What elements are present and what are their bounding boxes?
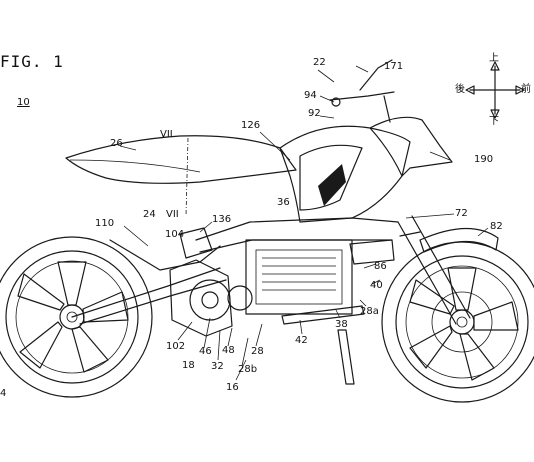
frame (195, 217, 399, 315)
side-stand (337, 329, 355, 385)
ref-126: 126 (241, 120, 261, 131)
ref-102: 102 (166, 341, 186, 352)
front-fender (419, 227, 499, 253)
ref-4: 4 (0, 388, 7, 399)
ref-32: 32 (211, 361, 224, 372)
ref-28a: 28a (360, 306, 379, 317)
direction-up: 上 (489, 53, 499, 64)
ref-46: 46 (199, 346, 212, 357)
handlebar (329, 59, 395, 123)
footrest (281, 305, 365, 325)
front-wheel (381, 241, 534, 403)
seat (65, 135, 297, 184)
section-mark-upper: VII (160, 129, 173, 140)
ref-104: 104 (165, 229, 185, 240)
direction-down: 下 (489, 116, 499, 127)
ref-22: 22 (313, 57, 326, 68)
ref-18: 18 (182, 360, 195, 371)
ref-36: 36 (277, 197, 290, 208)
ref-42: 42 (295, 335, 308, 346)
ref-48: 48 (222, 345, 235, 356)
ref-40: 40 (370, 280, 383, 291)
ref-24: 24 (143, 209, 156, 220)
ref-28b: 28b (238, 364, 258, 375)
direction-cross (465, 61, 525, 119)
section-mark-lower: VII (166, 209, 179, 220)
figure-number: 10 (17, 97, 30, 108)
ref-86: 86 (374, 261, 387, 272)
rear-wheel (0, 236, 153, 398)
swingarm (71, 227, 227, 325)
ref-82: 82 (490, 221, 503, 232)
ref-171: 171 (384, 61, 404, 72)
ref-72: 72 (455, 208, 468, 219)
ref-110: 110 (95, 218, 115, 229)
direction-rear: 後 (455, 84, 465, 95)
ref-28: 28 (251, 346, 264, 357)
front-fork (397, 215, 471, 325)
ref-38: 38 (335, 319, 348, 330)
section-line (185, 137, 189, 217)
figure-title: FIG. 1 (0, 52, 64, 71)
ref-26: 26 (110, 138, 123, 149)
leader-lines (119, 65, 489, 381)
ref-94: 94 (304, 90, 317, 101)
ref-136: 136 (212, 214, 232, 225)
ref-92: 92 (308, 108, 321, 119)
direction-front: 前 (521, 84, 531, 95)
ref-190: 190 (474, 154, 494, 165)
front-cowl (369, 116, 453, 177)
ref-16: 16 (226, 382, 239, 393)
